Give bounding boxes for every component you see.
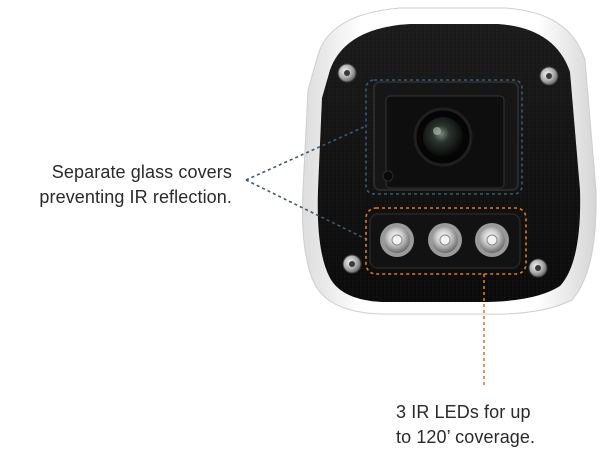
glass-caption-line-1: Separate glass covers (51, 162, 232, 182)
glass-callout-box (365, 79, 523, 195)
screw-top-left (337, 63, 357, 83)
screw-bottom-right (528, 258, 548, 278)
glass-callout-leader-lower (245, 179, 369, 241)
glass-caption-line-2: preventing IR reflection. (39, 187, 232, 207)
ir-caption-line-1: 3 IR LEDs for up (396, 402, 531, 422)
ir-led-2 (428, 223, 462, 257)
ir-leds-caption: 3 IR LEDs for up to 120’ coverage. (396, 400, 535, 450)
light-sensor (382, 170, 394, 182)
ir-led-1 (380, 223, 414, 257)
glass-callout-leader-upper (245, 125, 367, 181)
screw-top-right (539, 66, 559, 86)
ir-caption-line-2: to 120’ coverage. (396, 427, 536, 447)
screw-bottom-left (342, 254, 362, 274)
glass-covers-caption: Separate glass covers preventing IR refl… (39, 160, 232, 210)
ir-led-3 (475, 223, 509, 257)
